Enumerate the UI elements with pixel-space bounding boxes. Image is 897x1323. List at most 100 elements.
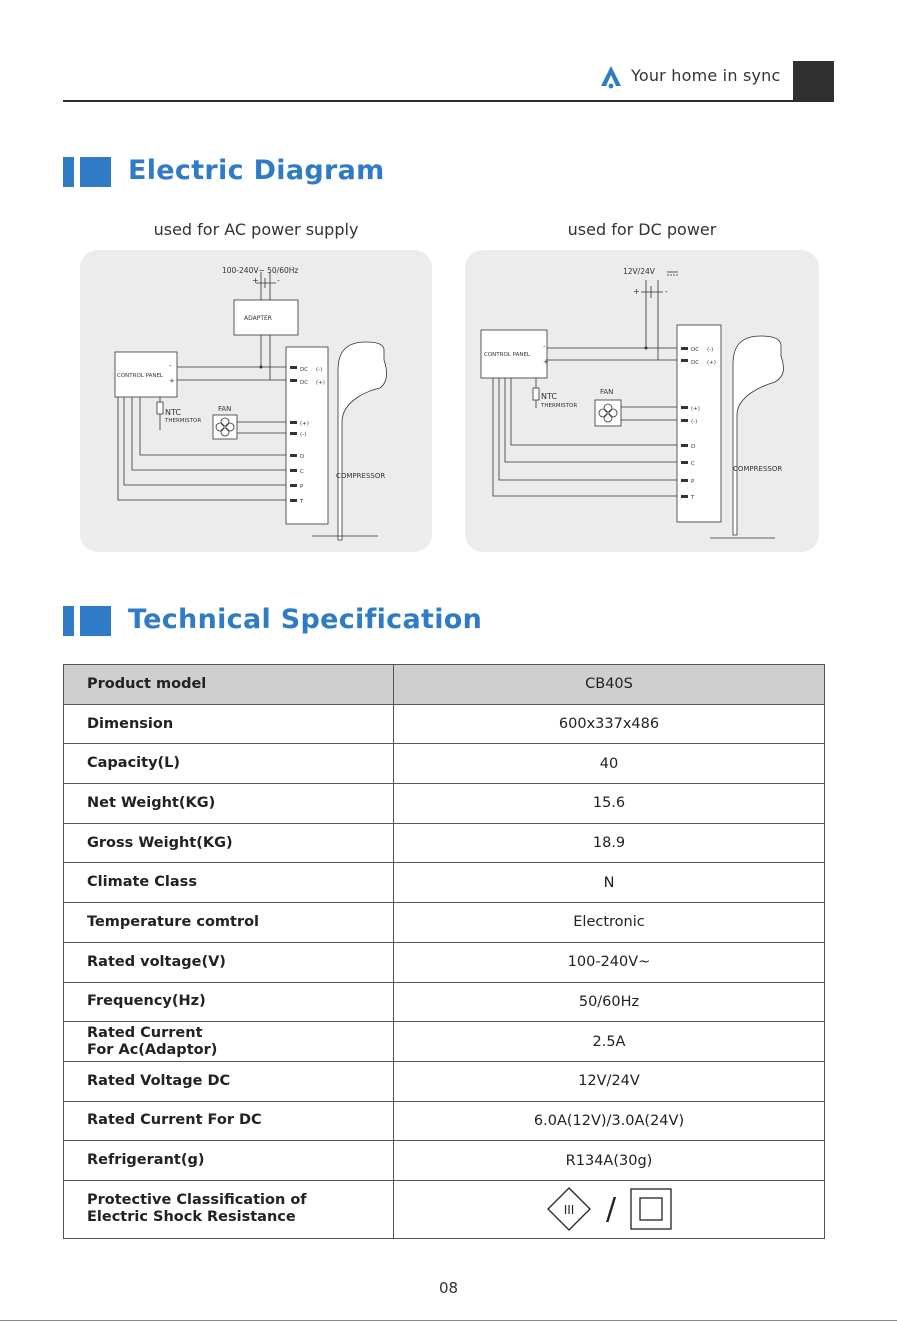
section-marker-small xyxy=(63,606,74,636)
ac-supply-label: 100-240V~ 50/60Hz xyxy=(222,266,298,275)
dc-cp-minus: - xyxy=(543,343,546,351)
spec-label: Product model xyxy=(63,664,394,705)
dc-terminal-dc-plus: (+) xyxy=(707,360,716,366)
dc-terminal-d: D xyxy=(691,444,695,450)
page-number: 08 xyxy=(438,1279,459,1297)
spec-label: Gross Weight(KG) xyxy=(63,822,394,864)
ac-diagram-caption: used for AC power supply xyxy=(153,220,359,239)
table-row: Product model CB40S xyxy=(63,664,825,705)
ac-terminal-dc1: DC xyxy=(300,367,308,373)
dc-terminal-fan-plus: (+) xyxy=(691,406,700,412)
ac-cp-minus: - xyxy=(169,362,172,370)
table-row: Protective Classification of Electric Sh… xyxy=(63,1179,825,1239)
dc-terminal-c: C xyxy=(691,461,695,467)
dc-terminal-fan-minus: (-) xyxy=(691,419,697,425)
dc-supply-plus: + xyxy=(633,287,640,296)
spec-value: 12V/24V xyxy=(393,1060,825,1102)
table-row: Temperature comtrol Electronic xyxy=(63,902,825,943)
table-row: Capacity(L) 40 xyxy=(63,743,825,785)
ac-terminal-dc2: DC xyxy=(300,380,308,386)
dc-control-panel-label: CONTROL PANEL xyxy=(484,352,531,358)
ac-terminal-d: D xyxy=(300,454,304,460)
dc-compressor-label: COMPRESSOR xyxy=(733,465,782,473)
dc-ntc-label: NTC xyxy=(541,392,557,401)
spec-label: Capacity(L) xyxy=(63,743,394,785)
spec-label-line2: For Ac(Adaptor) xyxy=(87,1041,218,1058)
spec-table: Product model CB40S Dimension 600x337x48… xyxy=(63,664,825,1239)
table-row: Rated Current For DC 6.0A(12V)/3.0A(24V) xyxy=(63,1100,825,1142)
ac-adapter-label: ADAPTER xyxy=(244,315,272,322)
ac-supply-minus: - xyxy=(277,276,280,285)
spec-value-shock-class: III / xyxy=(393,1179,825,1239)
ac-supply-plus: + xyxy=(252,276,259,285)
section-marker-small xyxy=(63,157,74,187)
dc-cp-plus: + xyxy=(543,358,549,366)
header-rule xyxy=(63,100,834,102)
table-row: Dimension 600x337x486 xyxy=(63,703,825,745)
ac-thermistor-label: THERMISTOR xyxy=(164,418,201,424)
table-row: Rated Voltage DC 12V/24V xyxy=(63,1060,825,1102)
spec-label: Dimension xyxy=(63,703,394,745)
spec-label: Refrigerant(g) xyxy=(63,1140,394,1181)
spec-value: CB40S xyxy=(393,664,825,705)
dc-fan-label: FAN xyxy=(600,388,613,396)
spec-value: R134A(30g) xyxy=(393,1140,825,1181)
class-iii-diamond-icon: III xyxy=(547,1187,591,1232)
spec-value: 600x337x486 xyxy=(393,703,825,745)
spec-label: Frequency(Hz) xyxy=(63,981,394,1023)
section-title-technical-specification: Technical Specification xyxy=(128,604,483,635)
table-row: Net Weight(KG) 15.6 xyxy=(63,783,825,824)
table-row: Climate Class N xyxy=(63,862,825,904)
header-block xyxy=(793,61,834,101)
spec-label-line1: Protective Classification of xyxy=(87,1192,307,1209)
spec-label: Rated Voltage DC xyxy=(63,1060,394,1102)
spec-label-line2: Electric Shock Resistance xyxy=(87,1209,296,1226)
ac-control-panel-label: CONTROL PANEL xyxy=(117,373,164,379)
spec-value: 50/60Hz xyxy=(393,981,825,1023)
ac-cp-plus: + xyxy=(169,377,175,385)
brand-tagline: Your home in sync xyxy=(631,66,781,85)
spec-value: Electronic xyxy=(393,902,825,943)
ac-terminal-t: T xyxy=(299,499,304,505)
spec-label: Rated Current For Ac(Adaptor) xyxy=(63,1021,394,1062)
ac-ntc-label: NTC xyxy=(165,408,181,417)
dc-terminal-t: T xyxy=(690,495,695,501)
ac-diagram-panel: 100-240V~ 50/60Hz + - ADAPTER CONTROL PA… xyxy=(80,250,432,552)
ac-terminal-fan-plus: (+) xyxy=(300,421,309,427)
dc-supply-minus: - xyxy=(665,287,668,296)
dc-terminal-dc-minus: (-) xyxy=(707,347,713,353)
spec-value: 6.0A(12V)/3.0A(24V) xyxy=(393,1100,825,1142)
table-row: Rated Current For Ac(Adaptor) 2.5A xyxy=(63,1021,825,1062)
spec-value: 40 xyxy=(393,743,825,785)
dc-wiring-diagram: 12V/24V + - CONTROL PANEL - + NTC THERMI… xyxy=(480,267,784,539)
dc-supply-label: 12V/24V xyxy=(623,267,656,276)
ac-terminal-fan-minus: (-) xyxy=(300,432,306,438)
spec-label-line1: Rated Current xyxy=(87,1024,203,1041)
ac-compressor-label: COMPRESSOR xyxy=(336,472,385,480)
ac-wiring-diagram: 100-240V~ 50/60Hz + - ADAPTER CONTROL PA… xyxy=(114,266,388,541)
dc-terminal-dc2: DC xyxy=(691,360,699,366)
spec-label: Temperature comtrol xyxy=(63,902,394,943)
bottom-rule xyxy=(0,1320,897,1321)
dc-terminal-p: P xyxy=(691,479,695,485)
section-marker-large xyxy=(80,157,111,187)
spec-value: 18.9 xyxy=(393,822,825,864)
spec-label: Net Weight(KG) xyxy=(63,783,394,824)
dc-diagram-caption: used for DC power xyxy=(567,220,717,239)
spec-label: Rated Current For DC xyxy=(63,1100,394,1142)
ac-terminal-p: P xyxy=(300,484,304,490)
ac-terminal-c: C xyxy=(300,469,304,475)
class-ii-double-square-icon xyxy=(630,1188,672,1231)
spec-value: 100-240V~ xyxy=(393,941,825,983)
ac-terminal-dc-plus: (+) xyxy=(316,380,325,386)
class-separator: / xyxy=(605,1191,617,1227)
dc-thermistor-label: THERMISTOR xyxy=(540,403,577,409)
class-iii-numeral: III xyxy=(564,1203,575,1217)
spec-label: Climate Class xyxy=(63,862,394,904)
spec-value: N xyxy=(393,862,825,904)
ac-terminal-dc-minus: (-) xyxy=(316,367,322,373)
dc-diagram-panel: 12V/24V + - CONTROL PANEL - + NTC THERMI… xyxy=(465,250,819,552)
spec-value: 15.6 xyxy=(393,783,825,824)
spec-label: Protective Classification of Electric Sh… xyxy=(63,1179,394,1239)
table-row: Refrigerant(g) R134A(30g) xyxy=(63,1140,825,1181)
